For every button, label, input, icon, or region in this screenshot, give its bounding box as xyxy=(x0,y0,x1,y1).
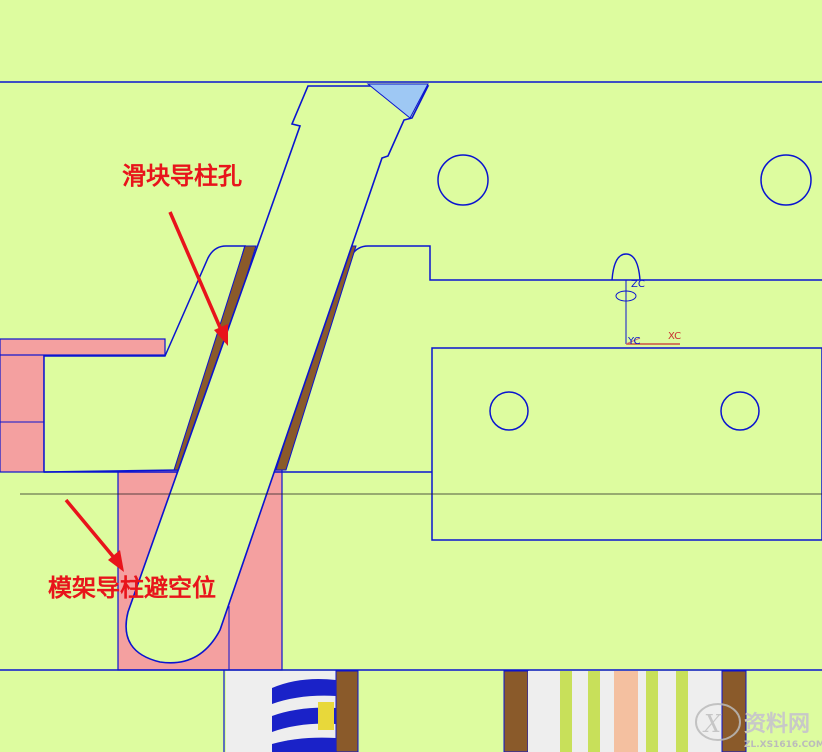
bottom-ejector-3 xyxy=(646,671,658,752)
bottom-ejector-2 xyxy=(588,671,600,752)
annotation-arrows xyxy=(64,211,228,572)
left-pink-block xyxy=(0,343,45,473)
watermark-brand: 资料网 xyxy=(744,712,810,737)
watermark-url: ZL.XS1616.COM xyxy=(744,740,822,750)
annotation-slider-guide-hole: 滑块导柱孔 xyxy=(122,162,242,190)
axis-xc-label: XC xyxy=(668,331,681,342)
hole-block-left xyxy=(489,391,529,431)
pin-head-wedge xyxy=(366,83,429,119)
hole-top-right xyxy=(760,154,812,206)
axis-yc-label: YC xyxy=(627,336,641,347)
right-lower-block xyxy=(431,347,822,541)
hole-block-right xyxy=(720,391,760,431)
hole-top-left xyxy=(437,154,489,206)
bottom-ejector-1 xyxy=(560,671,572,752)
svg-text:X: X xyxy=(702,710,722,738)
bottom-ejector-4 xyxy=(676,671,688,752)
bottom-brown-post-2 xyxy=(503,670,529,752)
watermark-logo: X xyxy=(695,703,741,741)
angled-guide-pin xyxy=(125,85,430,664)
dome-feature xyxy=(611,253,641,281)
annotation-mold-base-guide-clearance: 模架导柱避空位 xyxy=(48,574,216,602)
arrow-slider-hole xyxy=(168,211,224,333)
coordinate-system: ZC YC XC xyxy=(615,279,681,347)
axis-zc-label: ZC xyxy=(631,279,645,290)
bottom-ejector-pink xyxy=(614,671,638,752)
spring-coils xyxy=(272,679,336,752)
bottom-brown-post-1 xyxy=(335,670,359,752)
left-pink-strip xyxy=(0,338,166,356)
arrow-clearance xyxy=(64,498,118,562)
